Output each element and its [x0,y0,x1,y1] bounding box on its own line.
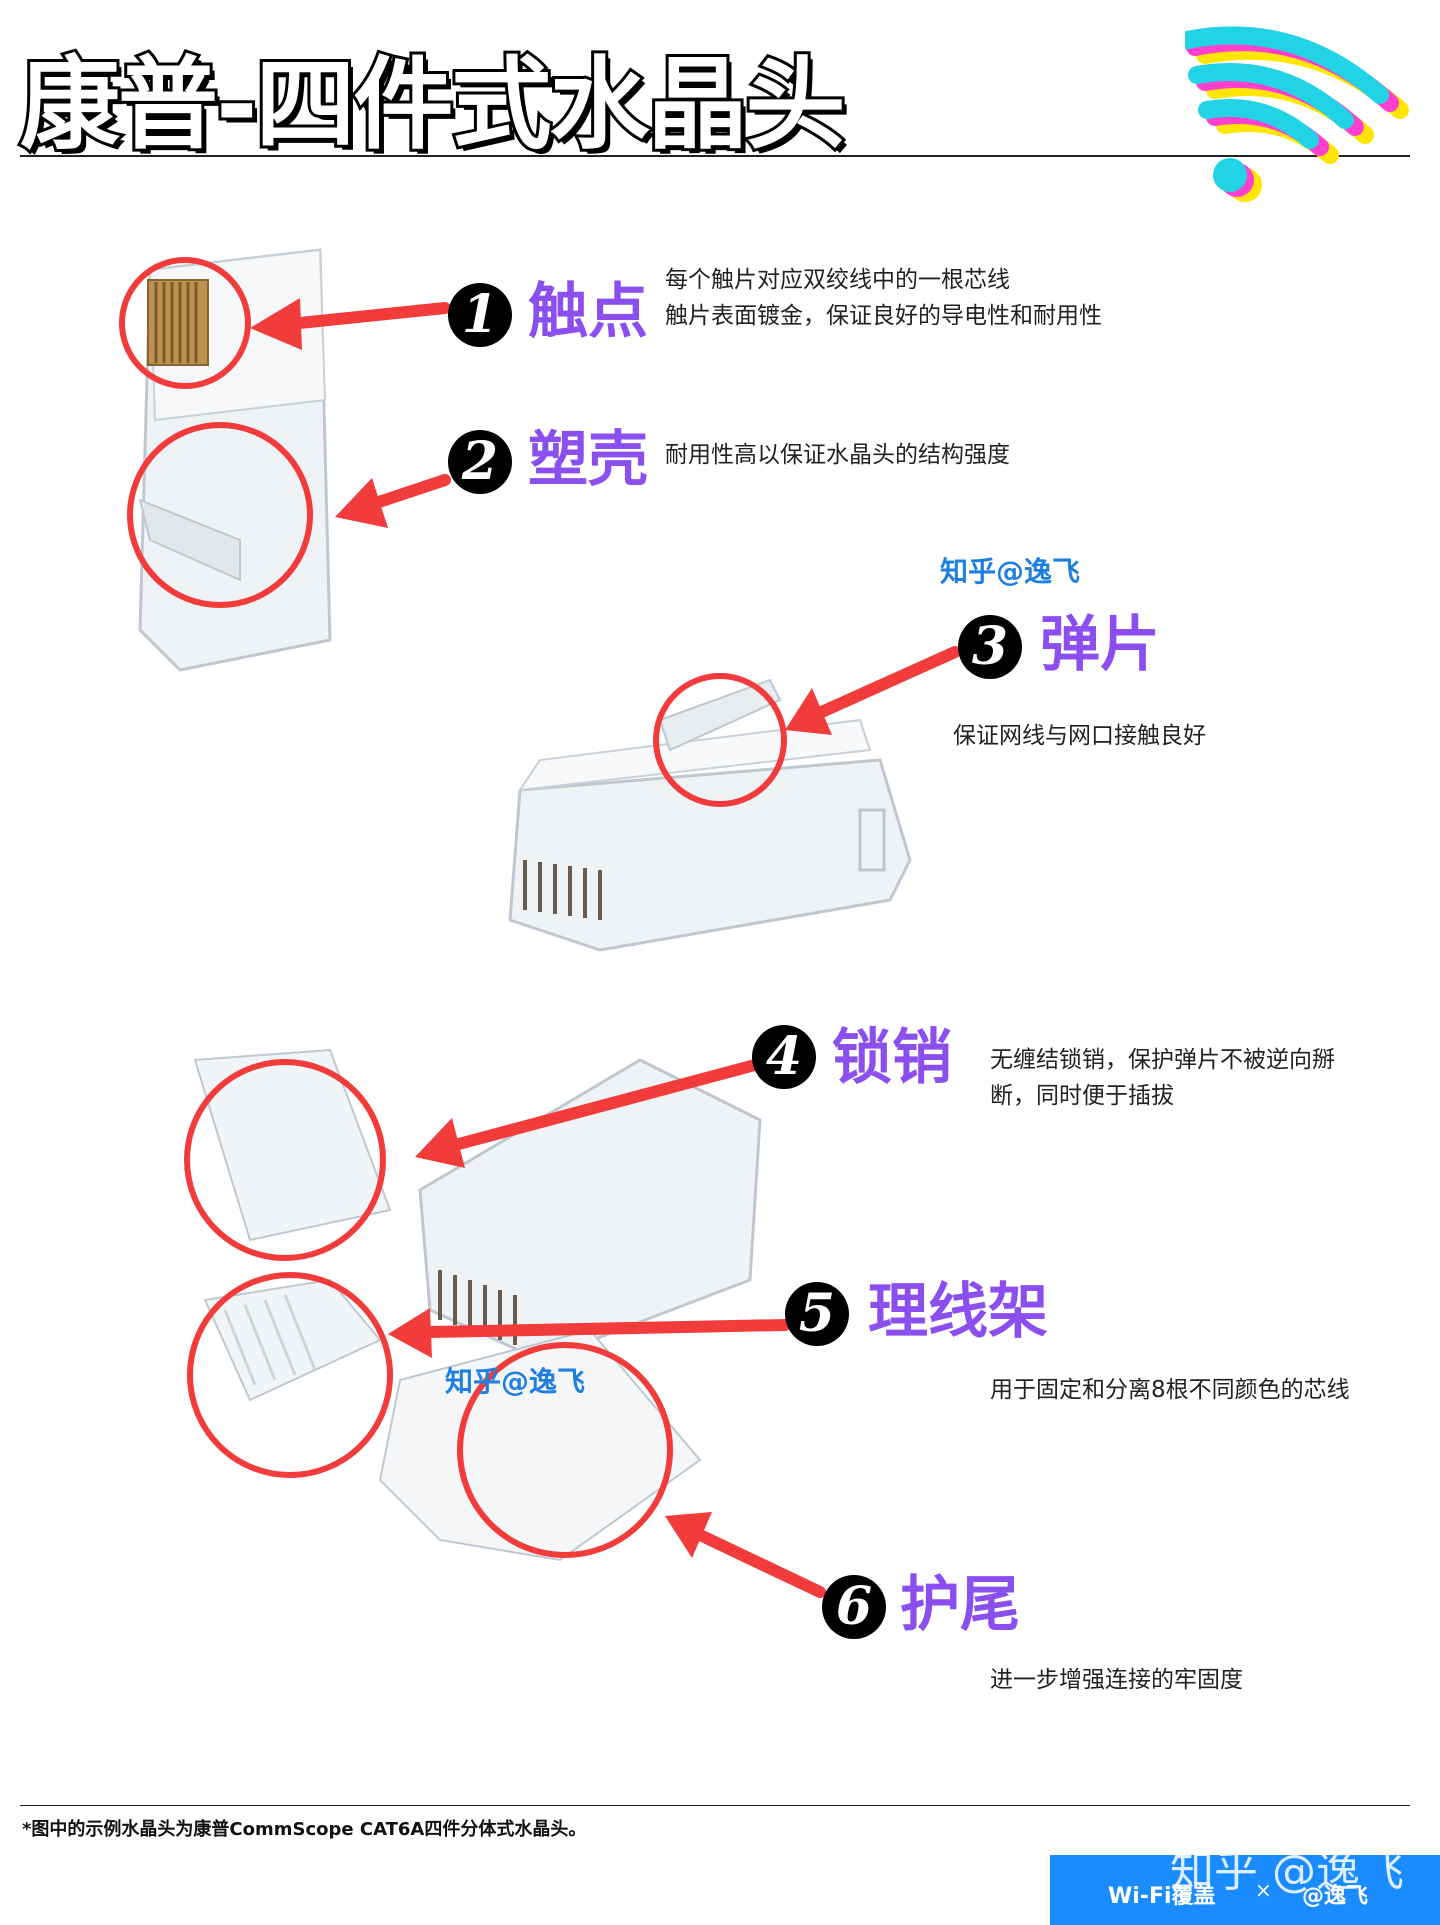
part-2-desc: 耐用性高以保证水晶头的结构强度 [665,442,1010,468]
arrowhead-5 [388,1308,432,1358]
title-rule [20,155,1410,157]
part-5-desc: 用于固定和分离8根不同颜色的芯线 [990,1377,1350,1403]
arrow-5 [424,1319,791,1338]
part-2-label: 塑壳 [528,425,648,495]
part-6-label: 护尾 [900,1570,1020,1640]
part-6-desc: 进一步增强连接的牢固度 [990,1667,1243,1693]
part-5-number: 5 [785,1282,849,1346]
part-2-number: 2 [448,430,512,494]
arrow-4 [449,1059,761,1151]
page-title: 康普-四件式水晶头 [17,46,849,163]
arrow-3 [809,646,961,721]
footer-rule [20,1805,1410,1806]
footnote: *图中的示例水晶头为康普CommScope CAT6A四件分体式水晶头。 [22,1819,587,1840]
part-4-label: 锁销 [832,1023,952,1093]
wifi-badge [1050,1855,1440,1925]
part-3-label: 弹片 [1040,610,1160,680]
arrowhead-1 [250,298,302,350]
highlight-circle-5 [187,1272,393,1478]
arrow-2 [364,474,451,511]
badge-separator: × [1255,1878,1272,1902]
badge-right: @逸飞 [1302,1884,1369,1909]
watermark: 知乎@逸飞 [445,1365,586,1398]
highlight-circle-6 [457,1342,673,1558]
part-6-number: 6 [822,1575,886,1639]
arrowhead-2 [335,478,388,528]
highlight-circle-4 [184,1059,386,1261]
part-1-number: 1 [448,283,512,347]
part-3-number: 3 [958,615,1022,679]
part-3-desc: 保证网线与网口接触良好 [953,723,1206,749]
part-5-label: 理线架 [868,1277,1048,1347]
part-1-label: 触点 [528,277,648,347]
arrowhead-3 [785,688,832,735]
part-4-number: 4 [752,1025,816,1089]
watermark: 知乎@逸飞 [940,555,1081,588]
zhihu-watermark: 知乎 @逸飞 [1170,1846,1404,1897]
arrowhead-6 [665,1512,712,1558]
part-1-desc: 每个触片对应双绞线中的一根芯线 触片表面镀金，保证良好的导电性和耐用性 [665,267,1102,329]
connector-top-image [138,248,332,672]
part-4-desc: 无缠结锁销，保护弹片不被逆向掰 断，同时便于插拔 [990,1047,1335,1109]
highlight-circle-2 [127,422,313,608]
connector-mid-image [508,678,912,952]
badge-left: Wi-Fi覆盖 [1108,1884,1216,1909]
wifi-logo-icon [1185,26,1409,202]
highlight-circle-3 [653,673,787,807]
arrow-6 [694,1529,826,1598]
connector-illustrations [119,248,961,1598]
arrow-1 [274,302,451,331]
connector-bottom-image [193,1048,762,1562]
arrowhead-4 [415,1118,465,1168]
highlight-circle-1 [119,257,251,389]
